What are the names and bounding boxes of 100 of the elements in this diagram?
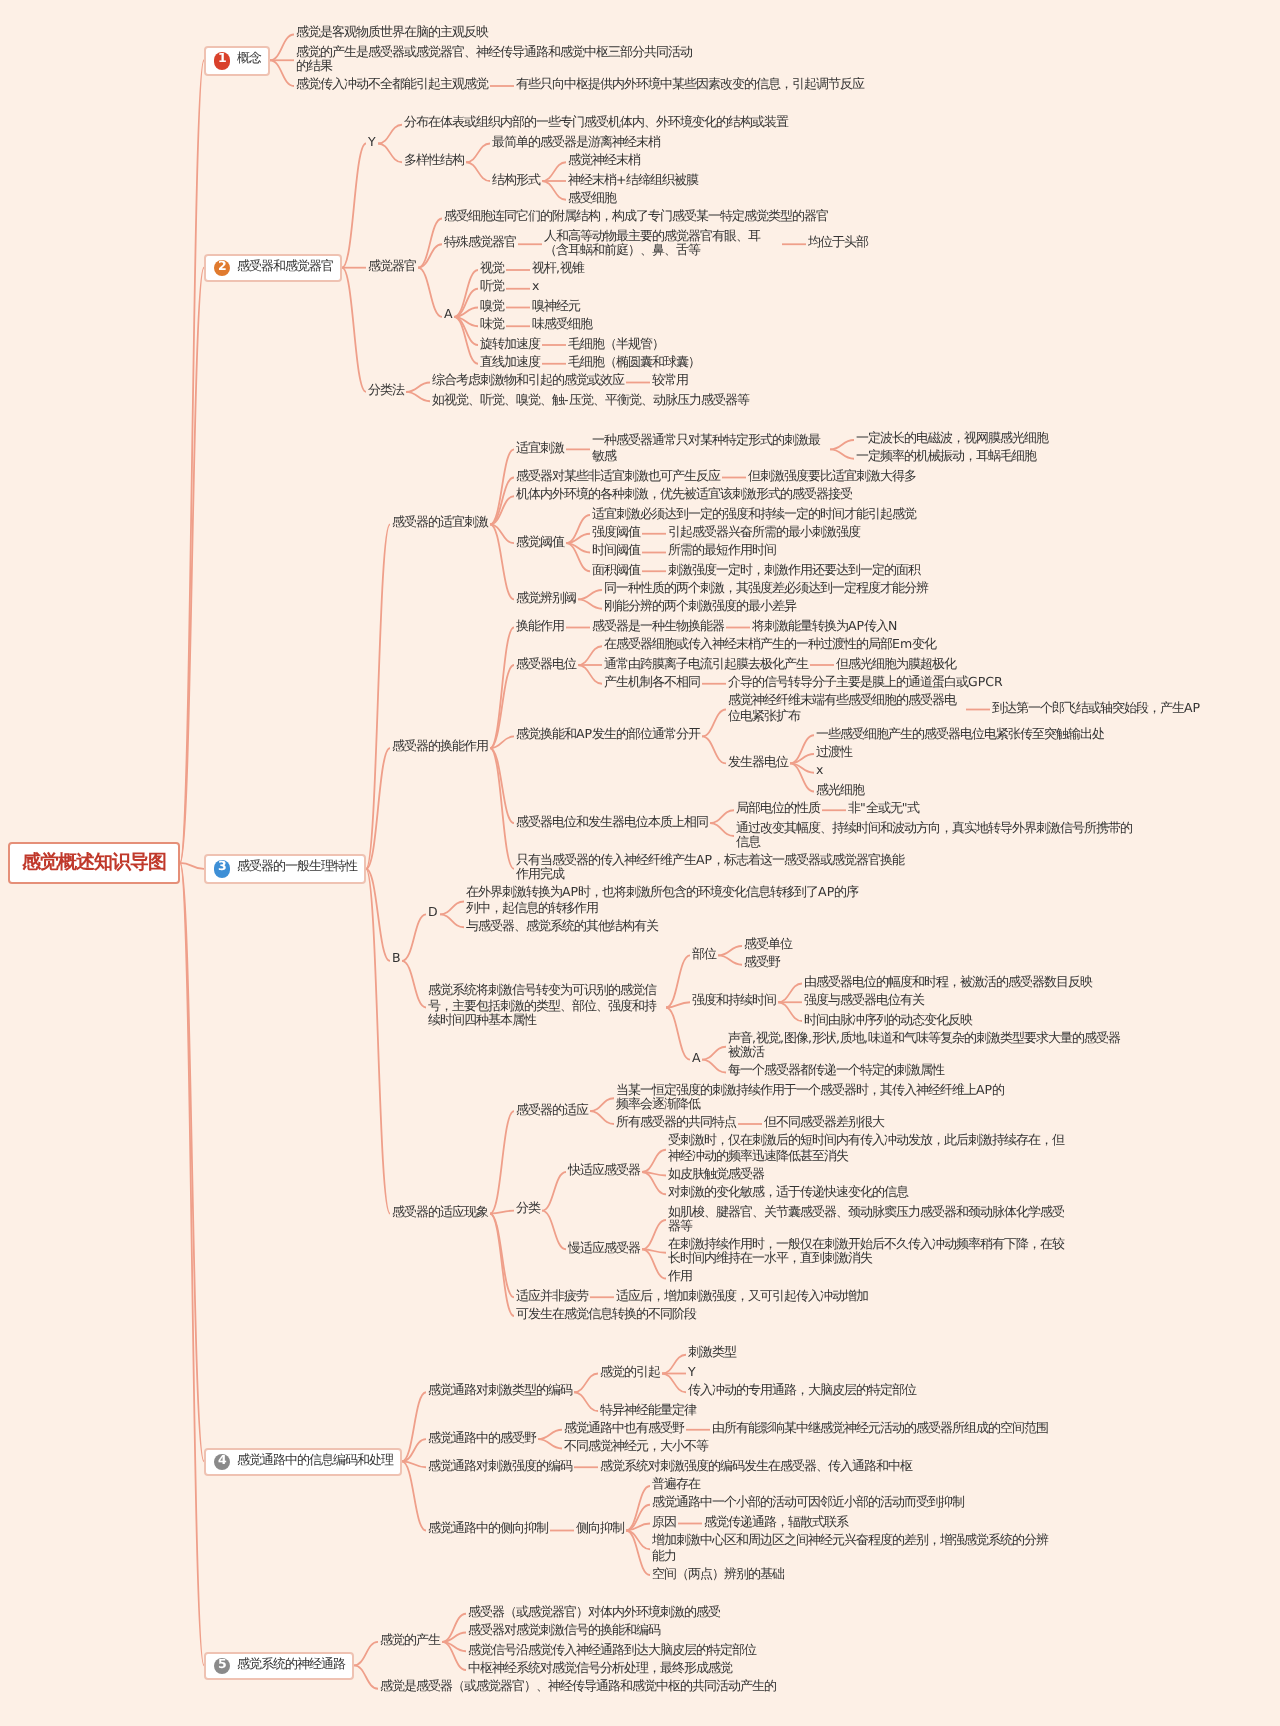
connector-line — [589, 1097, 615, 1113]
connector-line — [489, 495, 515, 526]
connector-line — [641, 1171, 667, 1196]
connector-line — [417, 266, 443, 318]
connector-line — [353, 1664, 379, 1690]
connector-line — [489, 1212, 515, 1299]
connector-line — [405, 391, 431, 403]
connector-line — [641, 570, 667, 573]
connector-line — [709, 809, 735, 825]
connector-line — [717, 945, 743, 957]
connector-line — [441, 1631, 467, 1643]
connector-line — [789, 734, 815, 765]
connector-line — [737, 1123, 763, 1125]
connector-line — [505, 287, 531, 290]
connector-line — [589, 1110, 615, 1125]
connector-line — [453, 287, 479, 318]
connector-line — [489, 735, 515, 750]
connector-line — [701, 735, 727, 765]
connector-line — [577, 664, 603, 685]
topic-box — [204, 46, 271, 76]
connector-line — [701, 708, 727, 738]
connector-line — [701, 1045, 727, 1061]
connector-line — [573, 1372, 599, 1394]
connector-line — [829, 448, 855, 460]
connector-line — [565, 448, 591, 451]
connector-line — [269, 59, 295, 87]
connector-line — [577, 645, 603, 666]
connector-line — [341, 266, 367, 393]
connector-line — [777, 1001, 803, 1022]
connector-line — [573, 1466, 599, 1469]
connector-line — [505, 306, 531, 309]
connector-line — [665, 1001, 691, 1009]
connector-line — [701, 1058, 727, 1074]
connector-line — [417, 243, 443, 269]
connector-line — [789, 762, 815, 793]
connector-line — [541, 180, 567, 201]
connector-line — [549, 1529, 575, 1532]
connector-line — [401, 1391, 427, 1463]
connector-line — [401, 1460, 427, 1532]
connector-line — [179, 861, 205, 870]
connector-line — [489, 1212, 515, 1317]
connector-line — [641, 1219, 667, 1251]
connector-line — [365, 868, 391, 1215]
connector-line — [441, 1641, 467, 1671]
connector-line — [661, 1372, 687, 1375]
connector-line — [541, 1171, 567, 1212]
connector-line — [565, 514, 591, 545]
connector-line — [465, 142, 491, 164]
connector-line — [577, 589, 603, 601]
connector-line — [701, 682, 727, 685]
connector-line — [789, 762, 815, 774]
connector-line — [625, 1503, 651, 1532]
topic-box — [204, 1651, 355, 1681]
connector-line — [453, 316, 479, 328]
connector-line — [661, 1353, 687, 1375]
connector-line — [179, 266, 205, 864]
connector-line — [401, 913, 427, 962]
connector-line — [489, 523, 515, 545]
connector-line — [541, 362, 567, 365]
connector-line — [453, 316, 479, 346]
connector-line — [665, 1006, 691, 1061]
central-topic-box: 感觉概述知识导图 — [8, 841, 180, 884]
connector-line — [821, 809, 847, 812]
connector-line — [573, 1391, 599, 1412]
connector-line — [677, 1522, 703, 1525]
connector-line — [565, 542, 591, 554]
connector-line — [625, 381, 651, 384]
connector-line — [489, 476, 515, 526]
connector-line — [625, 1485, 651, 1532]
connector-line — [537, 1428, 563, 1441]
connector-line — [453, 306, 479, 318]
connector-line — [789, 753, 815, 765]
connector-line — [541, 1209, 567, 1251]
connector-line — [353, 1641, 379, 1667]
connector-line — [179, 861, 205, 1463]
connector-line — [269, 59, 295, 62]
connector-line — [589, 1296, 615, 1299]
connector-line — [341, 142, 367, 269]
connector-line — [505, 325, 531, 328]
connector-line — [377, 123, 403, 145]
connector-line — [577, 664, 603, 666]
connector-line — [453, 269, 479, 318]
connector-line — [465, 161, 491, 182]
connector-line — [453, 316, 479, 365]
connector-line — [489, 1110, 515, 1215]
connector-line — [417, 217, 443, 269]
connector-line — [489, 626, 515, 750]
connector-line — [405, 381, 431, 393]
connector-line — [777, 982, 803, 1004]
connector-line — [565, 532, 591, 545]
connector-line — [541, 161, 567, 182]
connector-line — [489, 747, 515, 870]
connector-line — [777, 1001, 803, 1004]
connector-line — [365, 523, 391, 870]
connector-line — [641, 532, 667, 535]
connector-line — [439, 913, 465, 929]
connector-line — [541, 180, 567, 182]
connector-line — [269, 33, 295, 62]
connector-line — [725, 626, 751, 629]
connector-line — [625, 1529, 651, 1551]
